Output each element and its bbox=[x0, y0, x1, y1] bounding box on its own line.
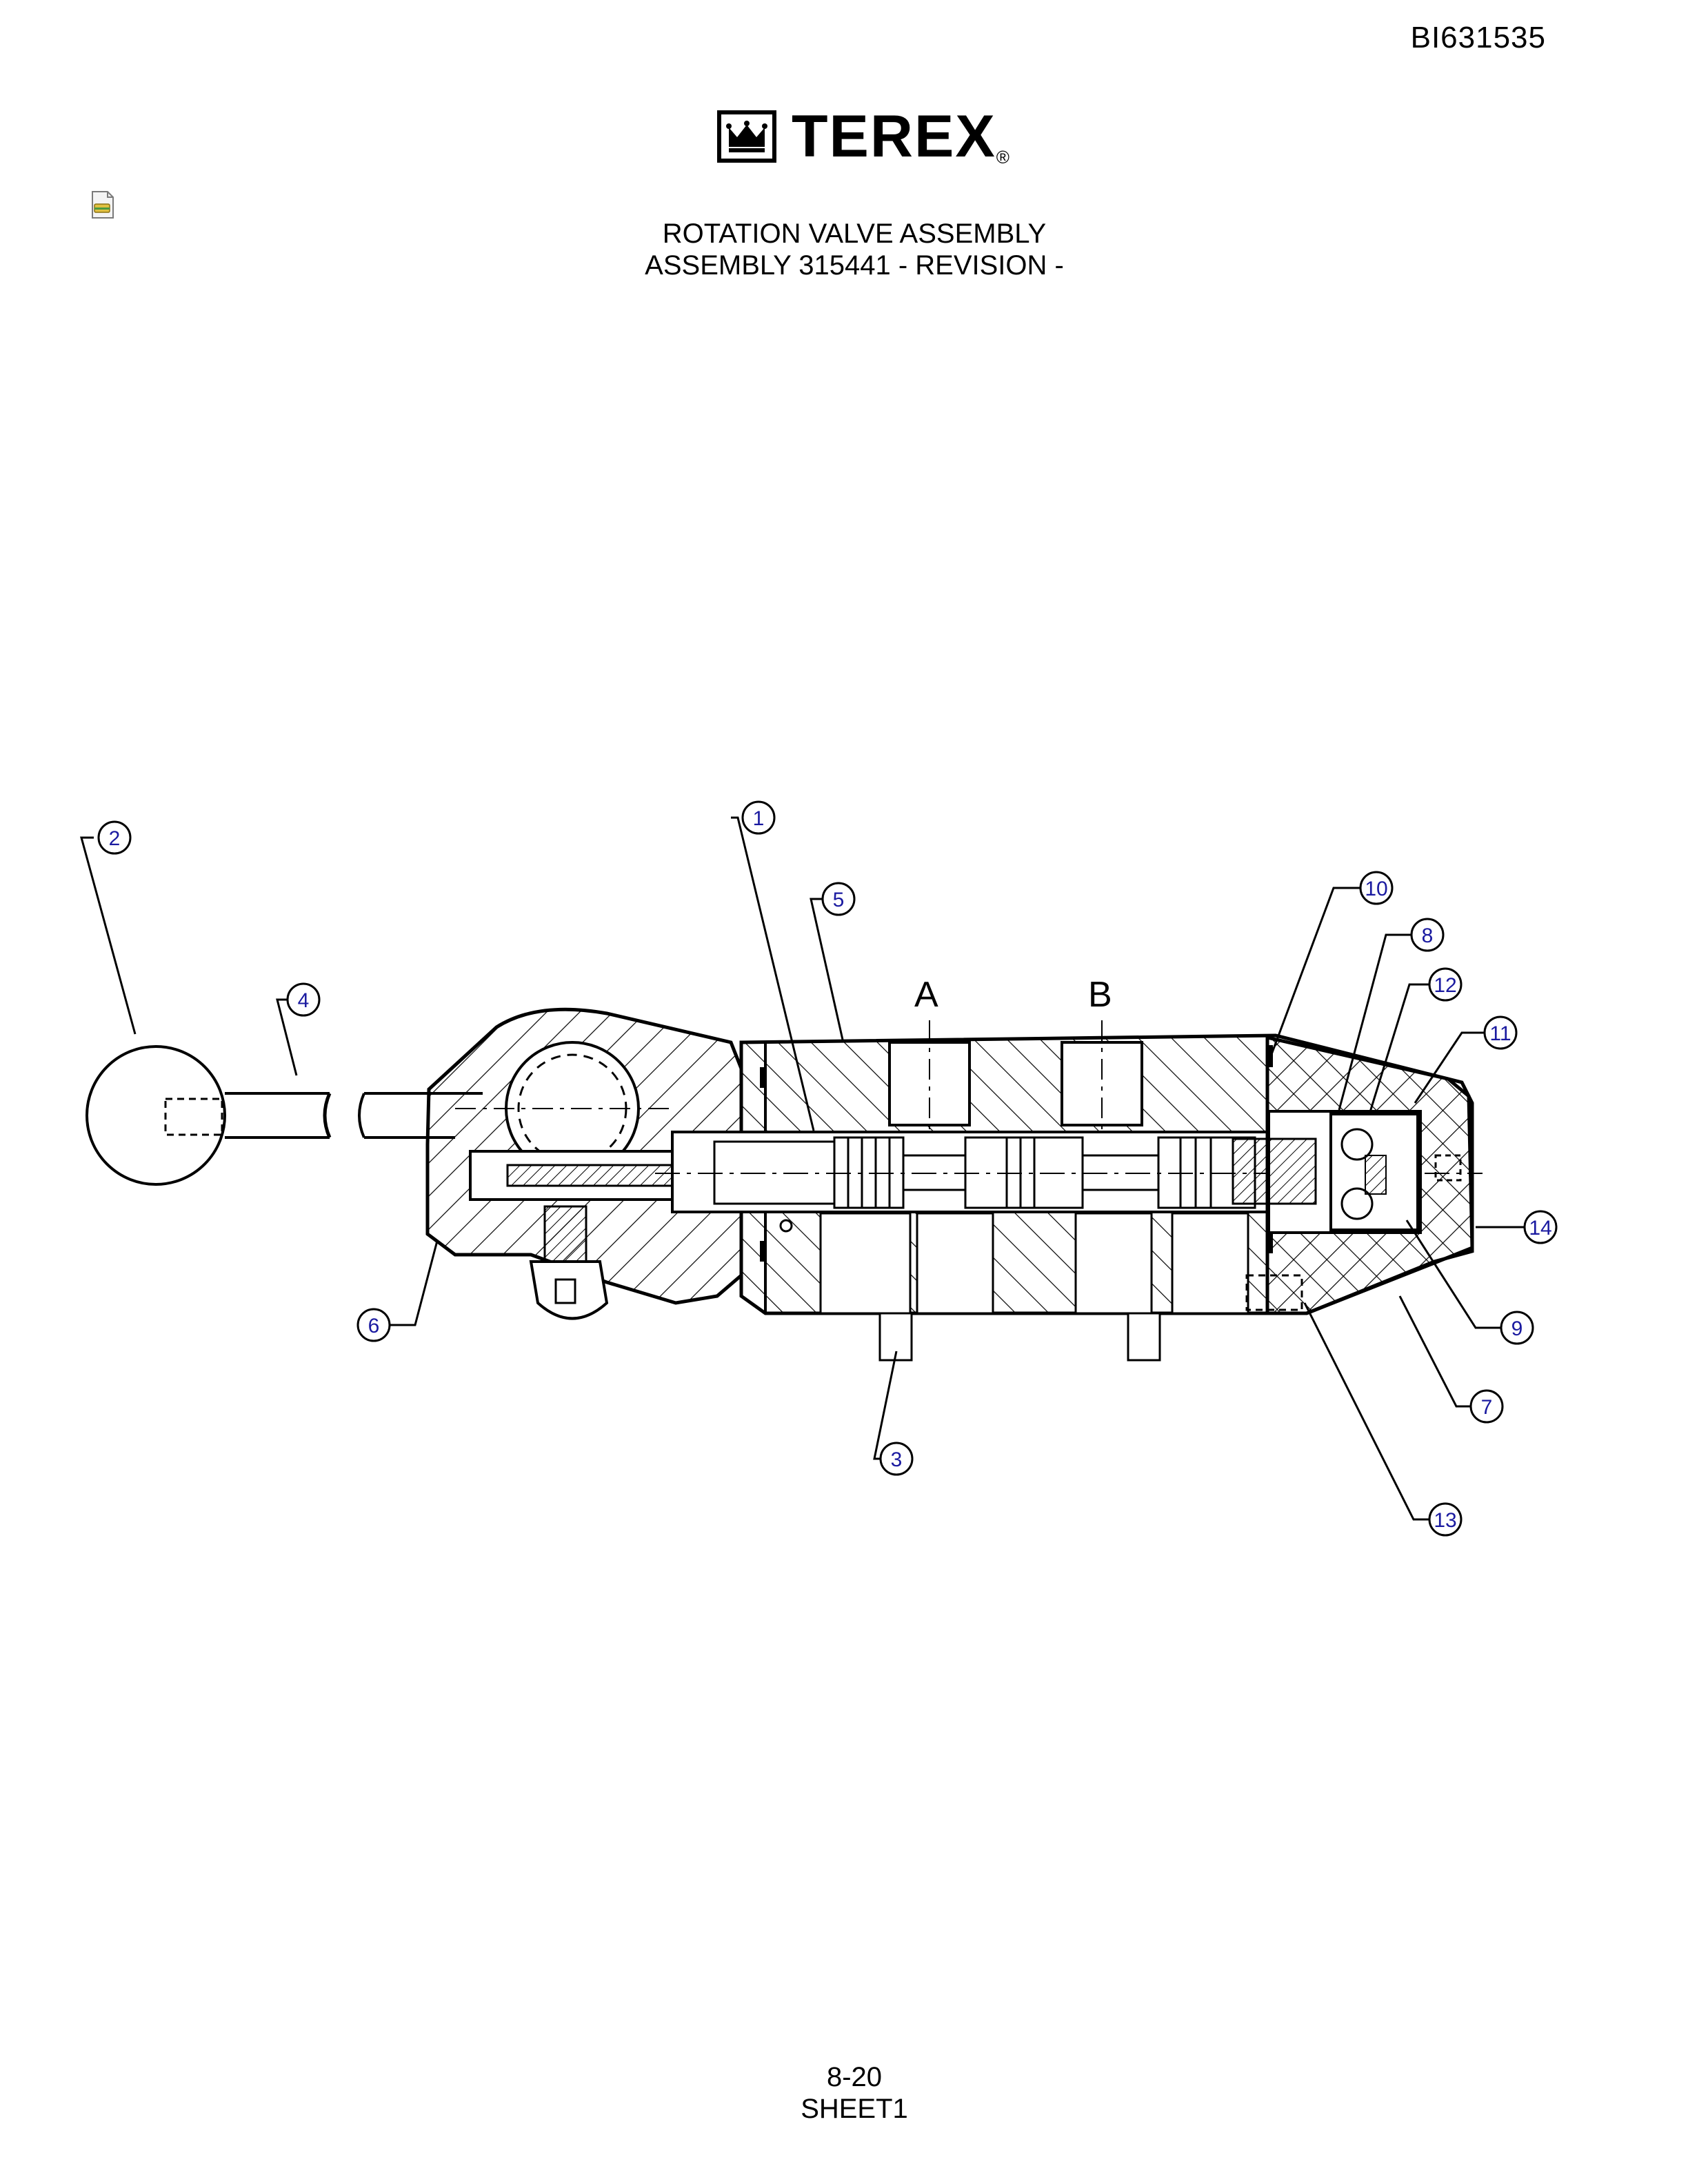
svg-text:12: 12 bbox=[1434, 974, 1456, 997]
svg-text:4: 4 bbox=[298, 989, 310, 1012]
sheet-label: SHEET1 bbox=[801, 2094, 908, 2124]
terex-crown-icon bbox=[717, 110, 776, 163]
svg-text:14: 14 bbox=[1529, 1217, 1551, 1240]
callout-13: 13 bbox=[1428, 1502, 1463, 1537]
document-icon[interactable] bbox=[88, 190, 117, 219]
svg-text:5: 5 bbox=[833, 889, 845, 911]
callout-9: 9 bbox=[1500, 1311, 1534, 1345]
callout-7: 7 bbox=[1469, 1389, 1504, 1424]
end-cap bbox=[1232, 1035, 1474, 1315]
svg-text:6: 6 bbox=[368, 1315, 380, 1337]
svg-text:10: 10 bbox=[1365, 878, 1387, 900]
handle-knob bbox=[86, 1045, 226, 1186]
svg-text:9: 9 bbox=[1511, 1317, 1523, 1340]
svg-text:13: 13 bbox=[1434, 1509, 1456, 1532]
gear-housing bbox=[425, 1007, 743, 1320]
brand-logo: TEREX® bbox=[717, 107, 1011, 166]
page-subtitle: ASSEMBLY 315441 - REVISION - bbox=[645, 250, 1064, 281]
callout-12: 12 bbox=[1428, 967, 1463, 1002]
callout-10: 10 bbox=[1359, 871, 1394, 905]
brand-wordmark: TEREX® bbox=[792, 103, 1011, 170]
callout-2: 2 bbox=[97, 820, 132, 855]
svg-text:3: 3 bbox=[891, 1448, 903, 1471]
callout-14: 14 bbox=[1523, 1210, 1558, 1244]
callout-6: 6 bbox=[356, 1308, 391, 1342]
port-a-label: A bbox=[914, 975, 938, 1015]
svg-text:7: 7 bbox=[1481, 1396, 1493, 1419]
svg-text:8: 8 bbox=[1422, 924, 1434, 947]
callout-5: 5 bbox=[821, 882, 856, 916]
callout-8: 8 bbox=[1410, 918, 1445, 952]
svg-text:2: 2 bbox=[109, 827, 121, 850]
callout-4: 4 bbox=[286, 982, 321, 1017]
callout-11: 11 bbox=[1483, 1015, 1518, 1050]
page-number: 8-20 bbox=[826, 2062, 883, 2092]
callout-3: 3 bbox=[879, 1442, 914, 1476]
callout-1: 1 bbox=[741, 800, 776, 835]
document-id: BI631535 bbox=[1410, 21, 1546, 54]
page-title: ROTATION VALVE ASSEMBLY bbox=[662, 219, 1047, 249]
svg-text:11: 11 bbox=[1489, 1022, 1511, 1045]
svg-text:1: 1 bbox=[753, 807, 765, 830]
port-b-label: B bbox=[1088, 975, 1112, 1015]
